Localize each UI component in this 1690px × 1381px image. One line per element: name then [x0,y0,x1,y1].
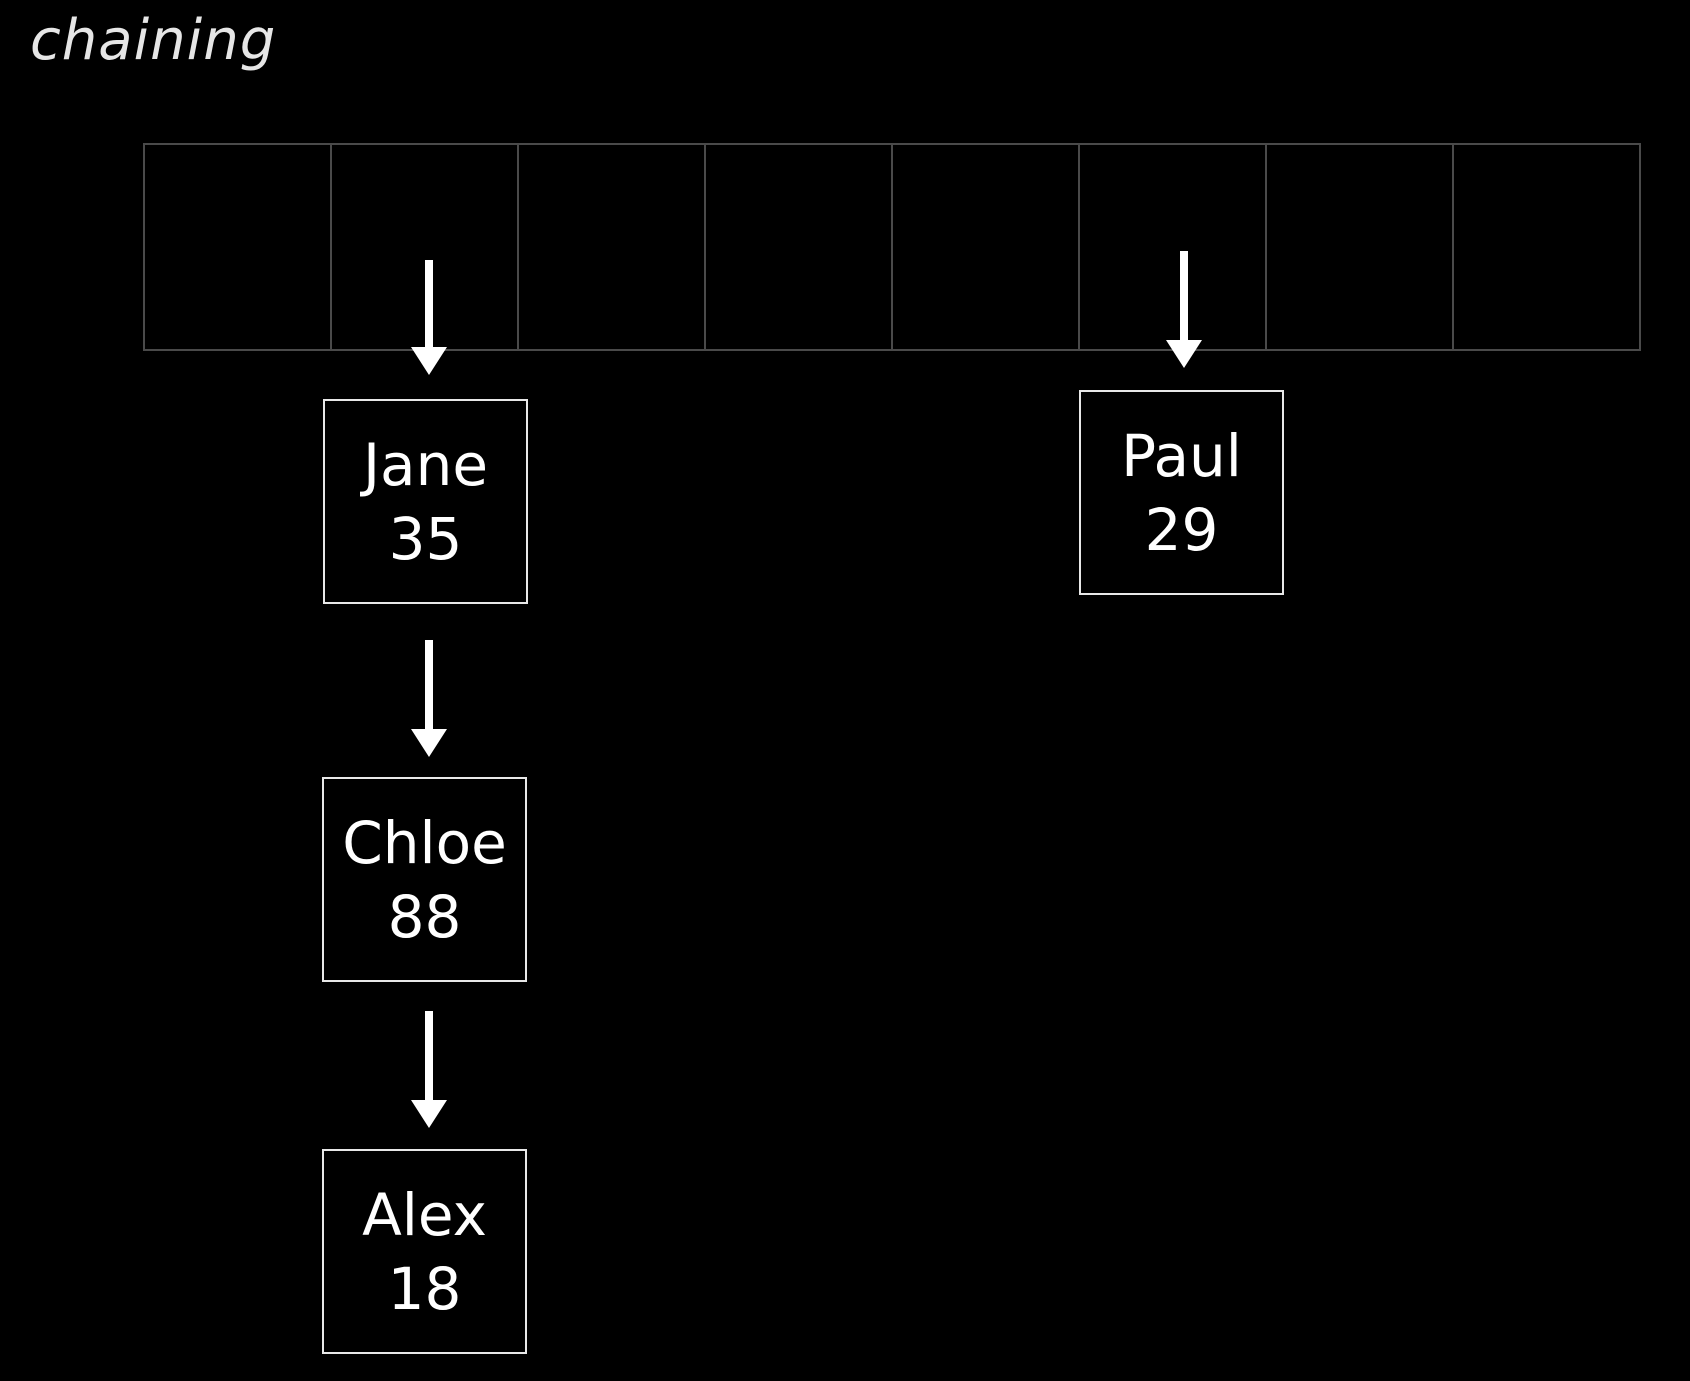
bucket-3 [704,143,893,351]
bucket-2 [517,143,706,351]
node-name: Alex [362,1180,487,1249]
bucket-5 [1078,143,1267,351]
node-name: Jane [362,430,489,499]
diagram-title: chaining [30,8,277,73]
arrow-bucket5-to-paul [1164,251,1204,368]
node-value: 88 [387,882,462,951]
bucket-0 [143,143,332,351]
node-name: Chloe [342,808,507,877]
node-alex: Alex 18 [322,1149,527,1354]
node-value: 29 [1144,495,1219,564]
node-value: 35 [388,504,463,573]
node-paul: Paul 29 [1079,390,1284,595]
hash-table [143,143,1641,353]
arrow-chloe-to-alex [409,1011,449,1128]
bucket-1 [330,143,519,351]
node-jane: Jane 35 [323,399,528,604]
arrow-bucket1-to-jane [409,260,449,375]
node-name: Paul [1121,421,1242,490]
node-chloe: Chloe 88 [322,777,527,982]
arrow-jane-to-chloe [409,640,449,757]
bucket-4 [891,143,1080,351]
bucket-6 [1265,143,1454,351]
node-value: 18 [387,1254,462,1323]
bucket-7 [1452,143,1641,351]
